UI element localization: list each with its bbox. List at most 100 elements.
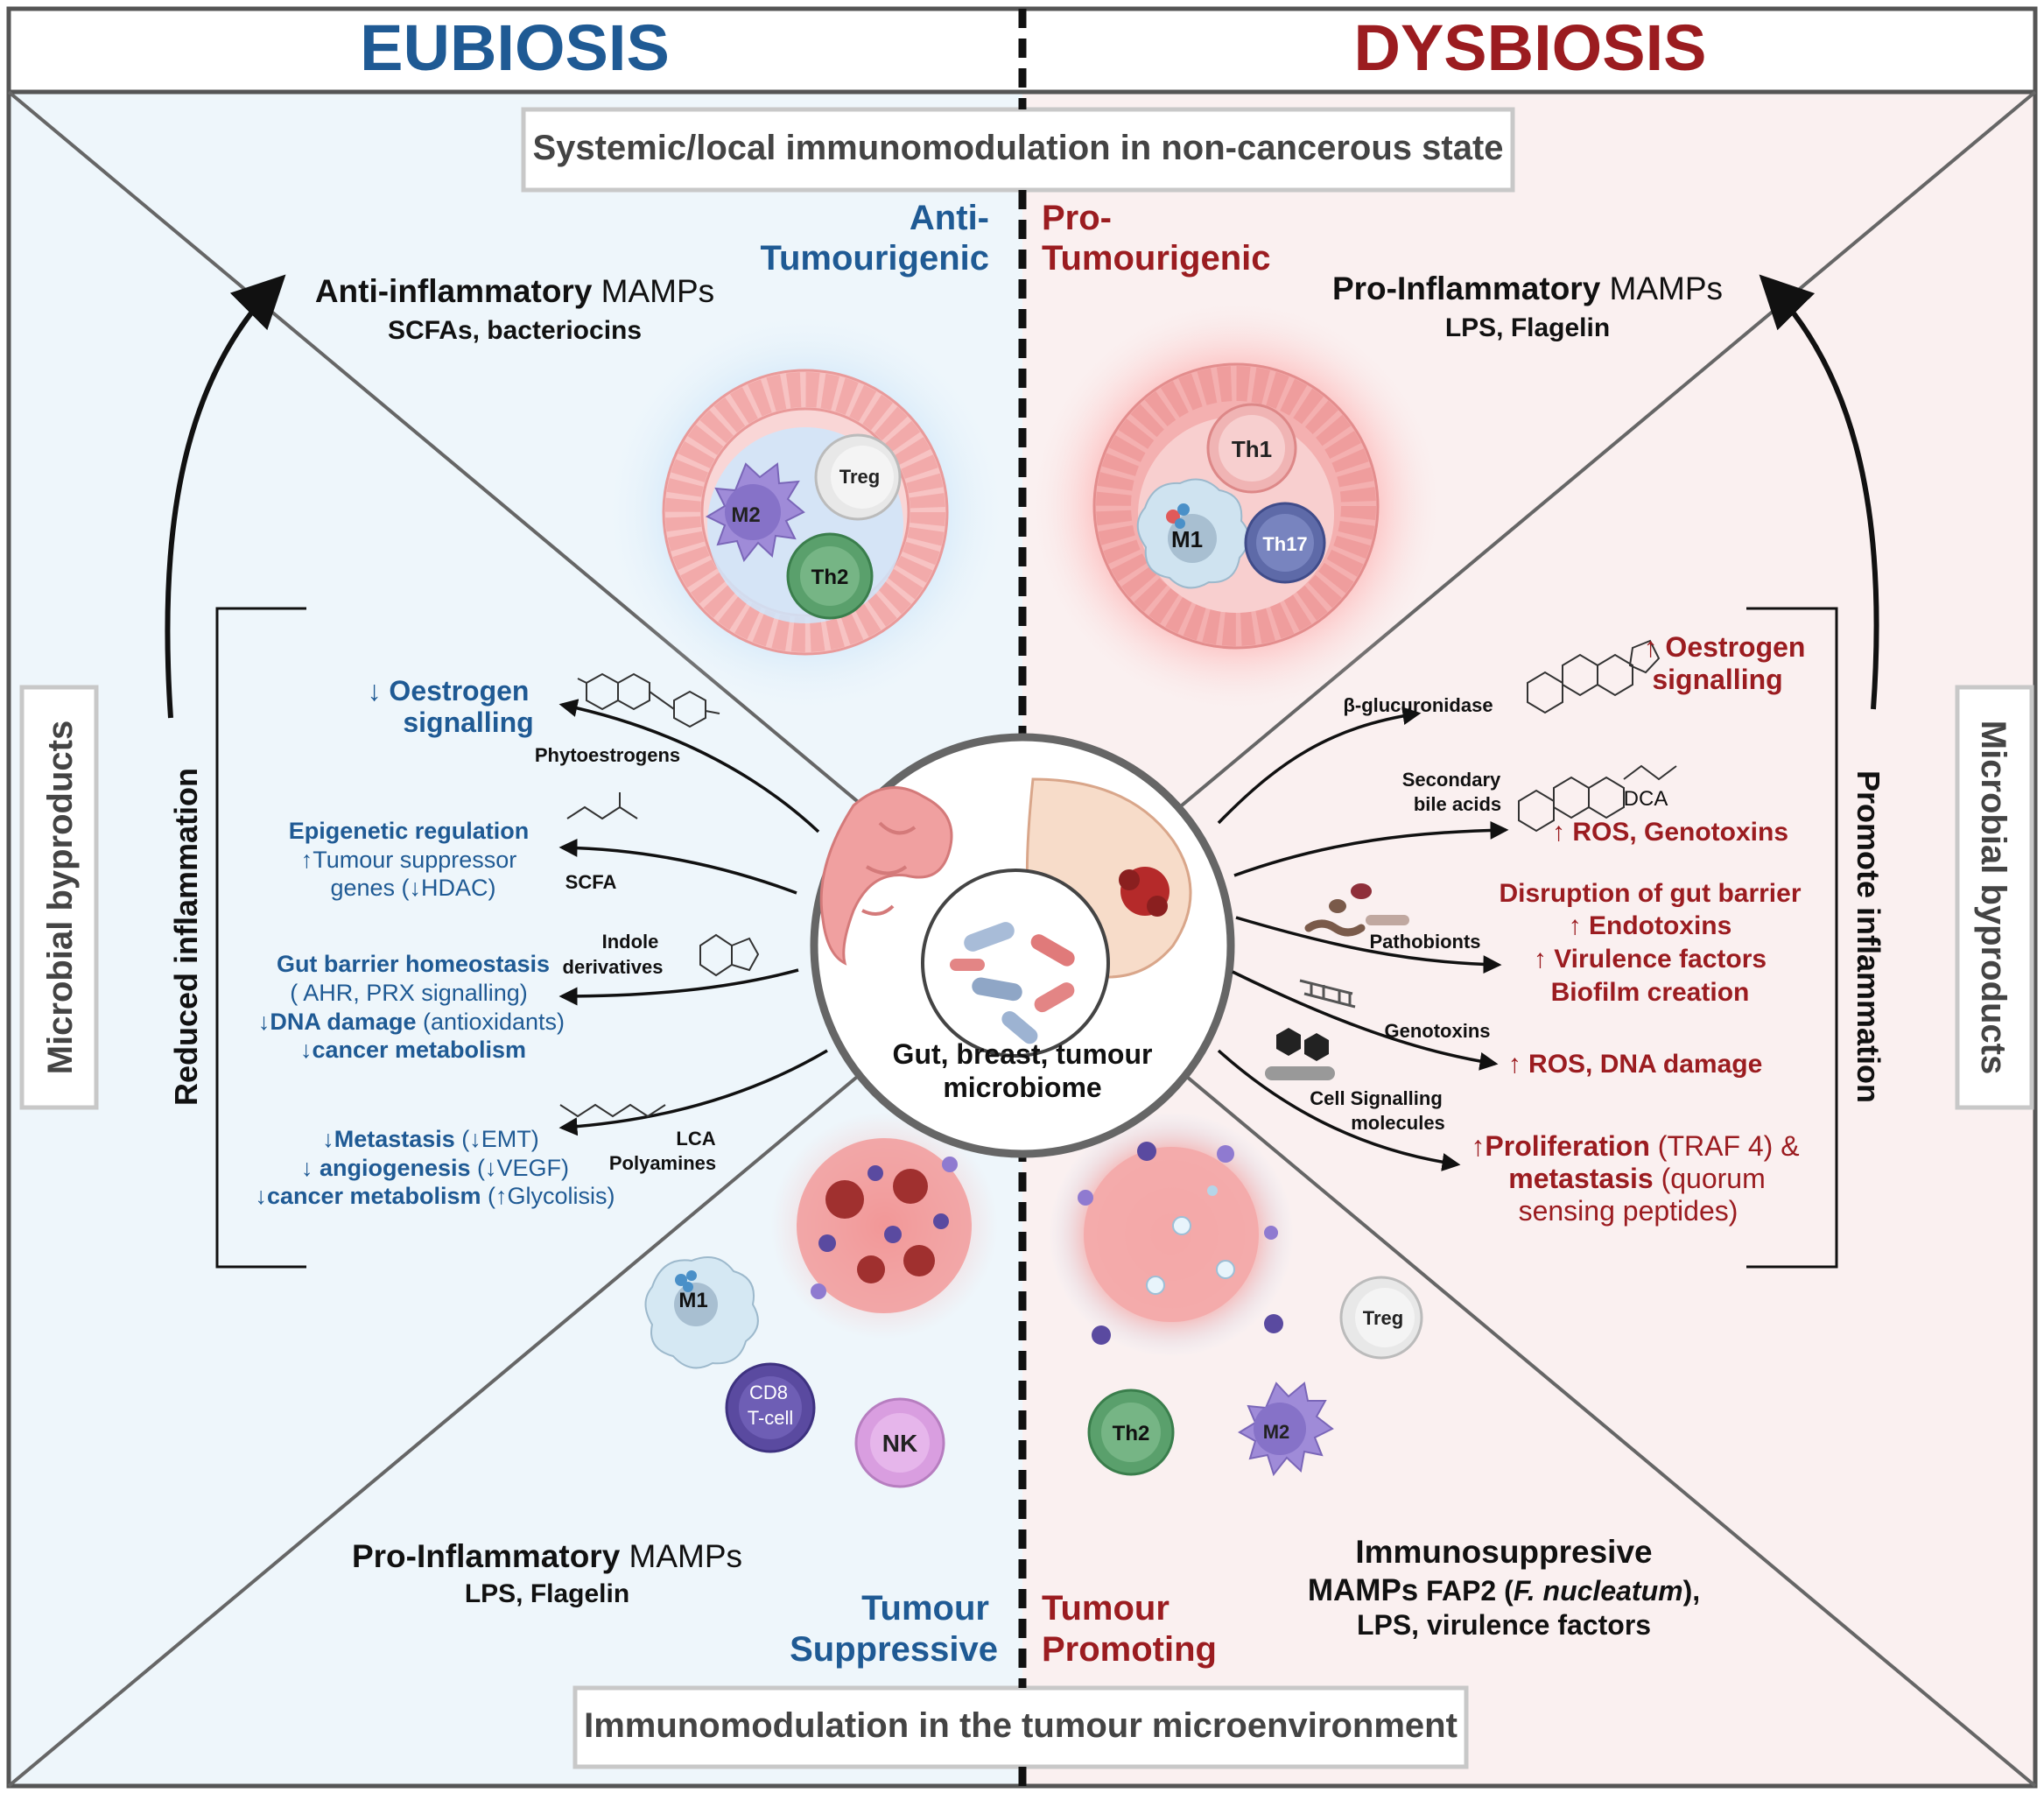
phyto-effect-1: ↓ Oestrogen [368, 675, 530, 707]
pathobionts-effect-4: Biofilm creation [1551, 978, 1750, 1007]
bile-acids-arrow [1233, 820, 1509, 877]
indole-molecule-icon [699, 933, 760, 977]
phytoestrogen-molecule-icon [577, 672, 720, 728]
th2-cell-bottom: Th2 [1087, 1389, 1175, 1476]
polyamines-source-1: LCA [676, 1128, 715, 1150]
polyamines-effect-3: ↓cancer metabolism (↑Glycolisis) [255, 1183, 615, 1209]
mamps-top-right: Pro-Inflammatory MAMPs [1332, 271, 1723, 306]
glucuronidase-source: β-glucuronidase [1343, 694, 1493, 716]
glucuronidase-effect-1: ↑ Oestrogen [1644, 631, 1806, 663]
cell-label: Th2 [811, 566, 849, 589]
top-context-label: Systemic/local immunomodulation in non-c… [532, 129, 1503, 167]
cell-label: NK [882, 1430, 917, 1457]
mamps-top-left-sub: SCFAs, bacteriocins [388, 316, 642, 345]
left-bracket [215, 607, 306, 1269]
indole-source-1: Indole [602, 931, 659, 953]
indole-arrow [558, 968, 799, 1006]
left-side-label: Microbial byproducts [41, 721, 80, 1075]
nk-cell: NK [854, 1397, 945, 1488]
treg-cell: Treg [814, 433, 902, 521]
scfa-effect-1: Epigenetic regulation [289, 818, 530, 844]
dysbiosis-title: DYSBIOSIS [1354, 11, 1707, 84]
microbiome-circle: Gut, breast, tumour microbiome [810, 733, 1235, 1158]
cell-label: Th1 [1232, 436, 1272, 462]
pathobionts-effect-3: ↑ Virulence factors [1534, 945, 1767, 974]
reduced-inflammation-label: Reduced inflammation [168, 768, 204, 1106]
polyamines-arrow [558, 1049, 828, 1136]
th2-cell: Th2 [786, 532, 874, 620]
pro-tumourigenic-label-1: Pro- [1042, 199, 1112, 237]
bile-source-1: Secondary [1402, 769, 1501, 791]
indole-effect-4: ↓cancer metabolism [300, 1037, 526, 1063]
polyamines-effect-2: ↓ angiogenesis (↓VEGF) [301, 1155, 569, 1181]
pathobiont-bacteria-icon [1304, 883, 1409, 937]
top-context-box [521, 107, 1515, 193]
pathobionts-arrow [1235, 916, 1502, 974]
cell-label: M1 [678, 1289, 707, 1312]
cell-label: T-cell [748, 1407, 794, 1429]
phytoestrogens-arrow [558, 699, 820, 833]
phyto-source: Phytoestrogens [535, 744, 680, 766]
promote-inflammation-label: Promote inflammation [1851, 770, 1886, 1103]
treg-cell-bottom: Treg [1339, 1276, 1423, 1360]
cell-signalling-molecule-icon [1265, 1028, 1335, 1080]
pro-tumourigenic-label-2: Tumourigenic [1042, 239, 1270, 278]
cell-label: M2 [1263, 1421, 1290, 1443]
genotoxin-dna-icon [1299, 979, 1356, 1009]
indole-effect-2: ( AHR, PRX signalling) [290, 980, 528, 1006]
genotoxins-arrow [1232, 970, 1499, 1071]
pathobionts-effect-2: ↑ Endotoxins [1569, 911, 1732, 940]
polyamines-source-2: Polyamines [609, 1152, 716, 1174]
reduced-inflammation-arrow [165, 274, 286, 719]
right-side-box [1955, 685, 2034, 1110]
polyamines-effect-1: ↓Metastasis (↓EMT) [322, 1126, 539, 1152]
bile-effect-1: ↑ ROS, Genotoxins [1552, 818, 1788, 847]
tumour-dysbiosis [1049, 1112, 1294, 1357]
m1-macrophage-bottom: M1 [644, 1256, 759, 1369]
right-side-label: Microbial byproducts [1974, 721, 2012, 1075]
epithelium-eubiosis [604, 311, 1007, 714]
dca-label: DCA [1624, 787, 1668, 811]
bottom-context-label: Immunomodulation in the tumour microenvi… [584, 1706, 1457, 1745]
cell-label: Treg [839, 466, 880, 488]
cell-label: M1 [1171, 526, 1203, 552]
mamps-top-left: Anti-inflammatory MAMPs [315, 273, 714, 309]
m2-macrophage: M2 [705, 462, 805, 563]
mamps-bottom-right-2: MAMPs FAP2 (F. nucleatum), [1308, 1573, 1700, 1607]
cell-label: Th17 [1262, 533, 1307, 555]
anti-tumourigenic-label-2: Tumourigenic [761, 239, 989, 278]
cell-label: M2 [731, 503, 760, 527]
mamps-bottom-left: Pro-Inflammatory MAMPs [352, 1538, 742, 1574]
promote-inflammation-arrow [1759, 274, 1879, 710]
phyto-effect-2: signalling [403, 707, 533, 738]
indole-effect-3: ↓DNA damage (antioxidants) [258, 1009, 565, 1035]
right-bracket [1746, 607, 1838, 1269]
signalling-effect-3: sensing peptides) [1519, 1195, 1738, 1227]
polyamine-molecule-icon [559, 1103, 666, 1118]
microbiome-label-1: Gut, breast, tumour [893, 1038, 1153, 1070]
signalling-source-2: molecules [1351, 1112, 1445, 1134]
m1-macrophage: M1 [1136, 478, 1250, 589]
scfa-arrow [558, 838, 797, 895]
left-side-box [19, 685, 99, 1110]
scfa-molecule-icon [566, 792, 638, 820]
tumour-eubiosis [770, 1112, 998, 1339]
tumour-promoting-label-2: Promoting [1042, 1630, 1217, 1669]
bile-acid-molecule-icon [1518, 764, 1677, 833]
signalling-effect-1: ↑Proliferation (TRAF 4) & [1471, 1130, 1799, 1162]
th17-cell: Th17 [1244, 502, 1326, 584]
tumour-suppressive-label-1: Tumour [861, 1589, 989, 1628]
steroid-molecule-icon [1527, 639, 1661, 714]
pathobionts-source: Pathobionts [1369, 931, 1480, 953]
cd8-t-cell: CD8 T-cell [725, 1362, 816, 1453]
eubiosis-title: EUBIOSIS [360, 11, 670, 84]
anti-tumourigenic-label-1: Anti- [910, 199, 989, 237]
mamps-top-right-sub: LPS, Flagelin [1445, 313, 1610, 342]
scfa-source: SCFA [565, 871, 617, 893]
cell-label: Treg [1363, 1307, 1403, 1329]
mamps-bottom-right-1: Immunosuppresive [1355, 1534, 1652, 1570]
mamps-bottom-right-3: LPS, virulence factors [1357, 1609, 1651, 1641]
signalling-arrow [1217, 1049, 1461, 1171]
